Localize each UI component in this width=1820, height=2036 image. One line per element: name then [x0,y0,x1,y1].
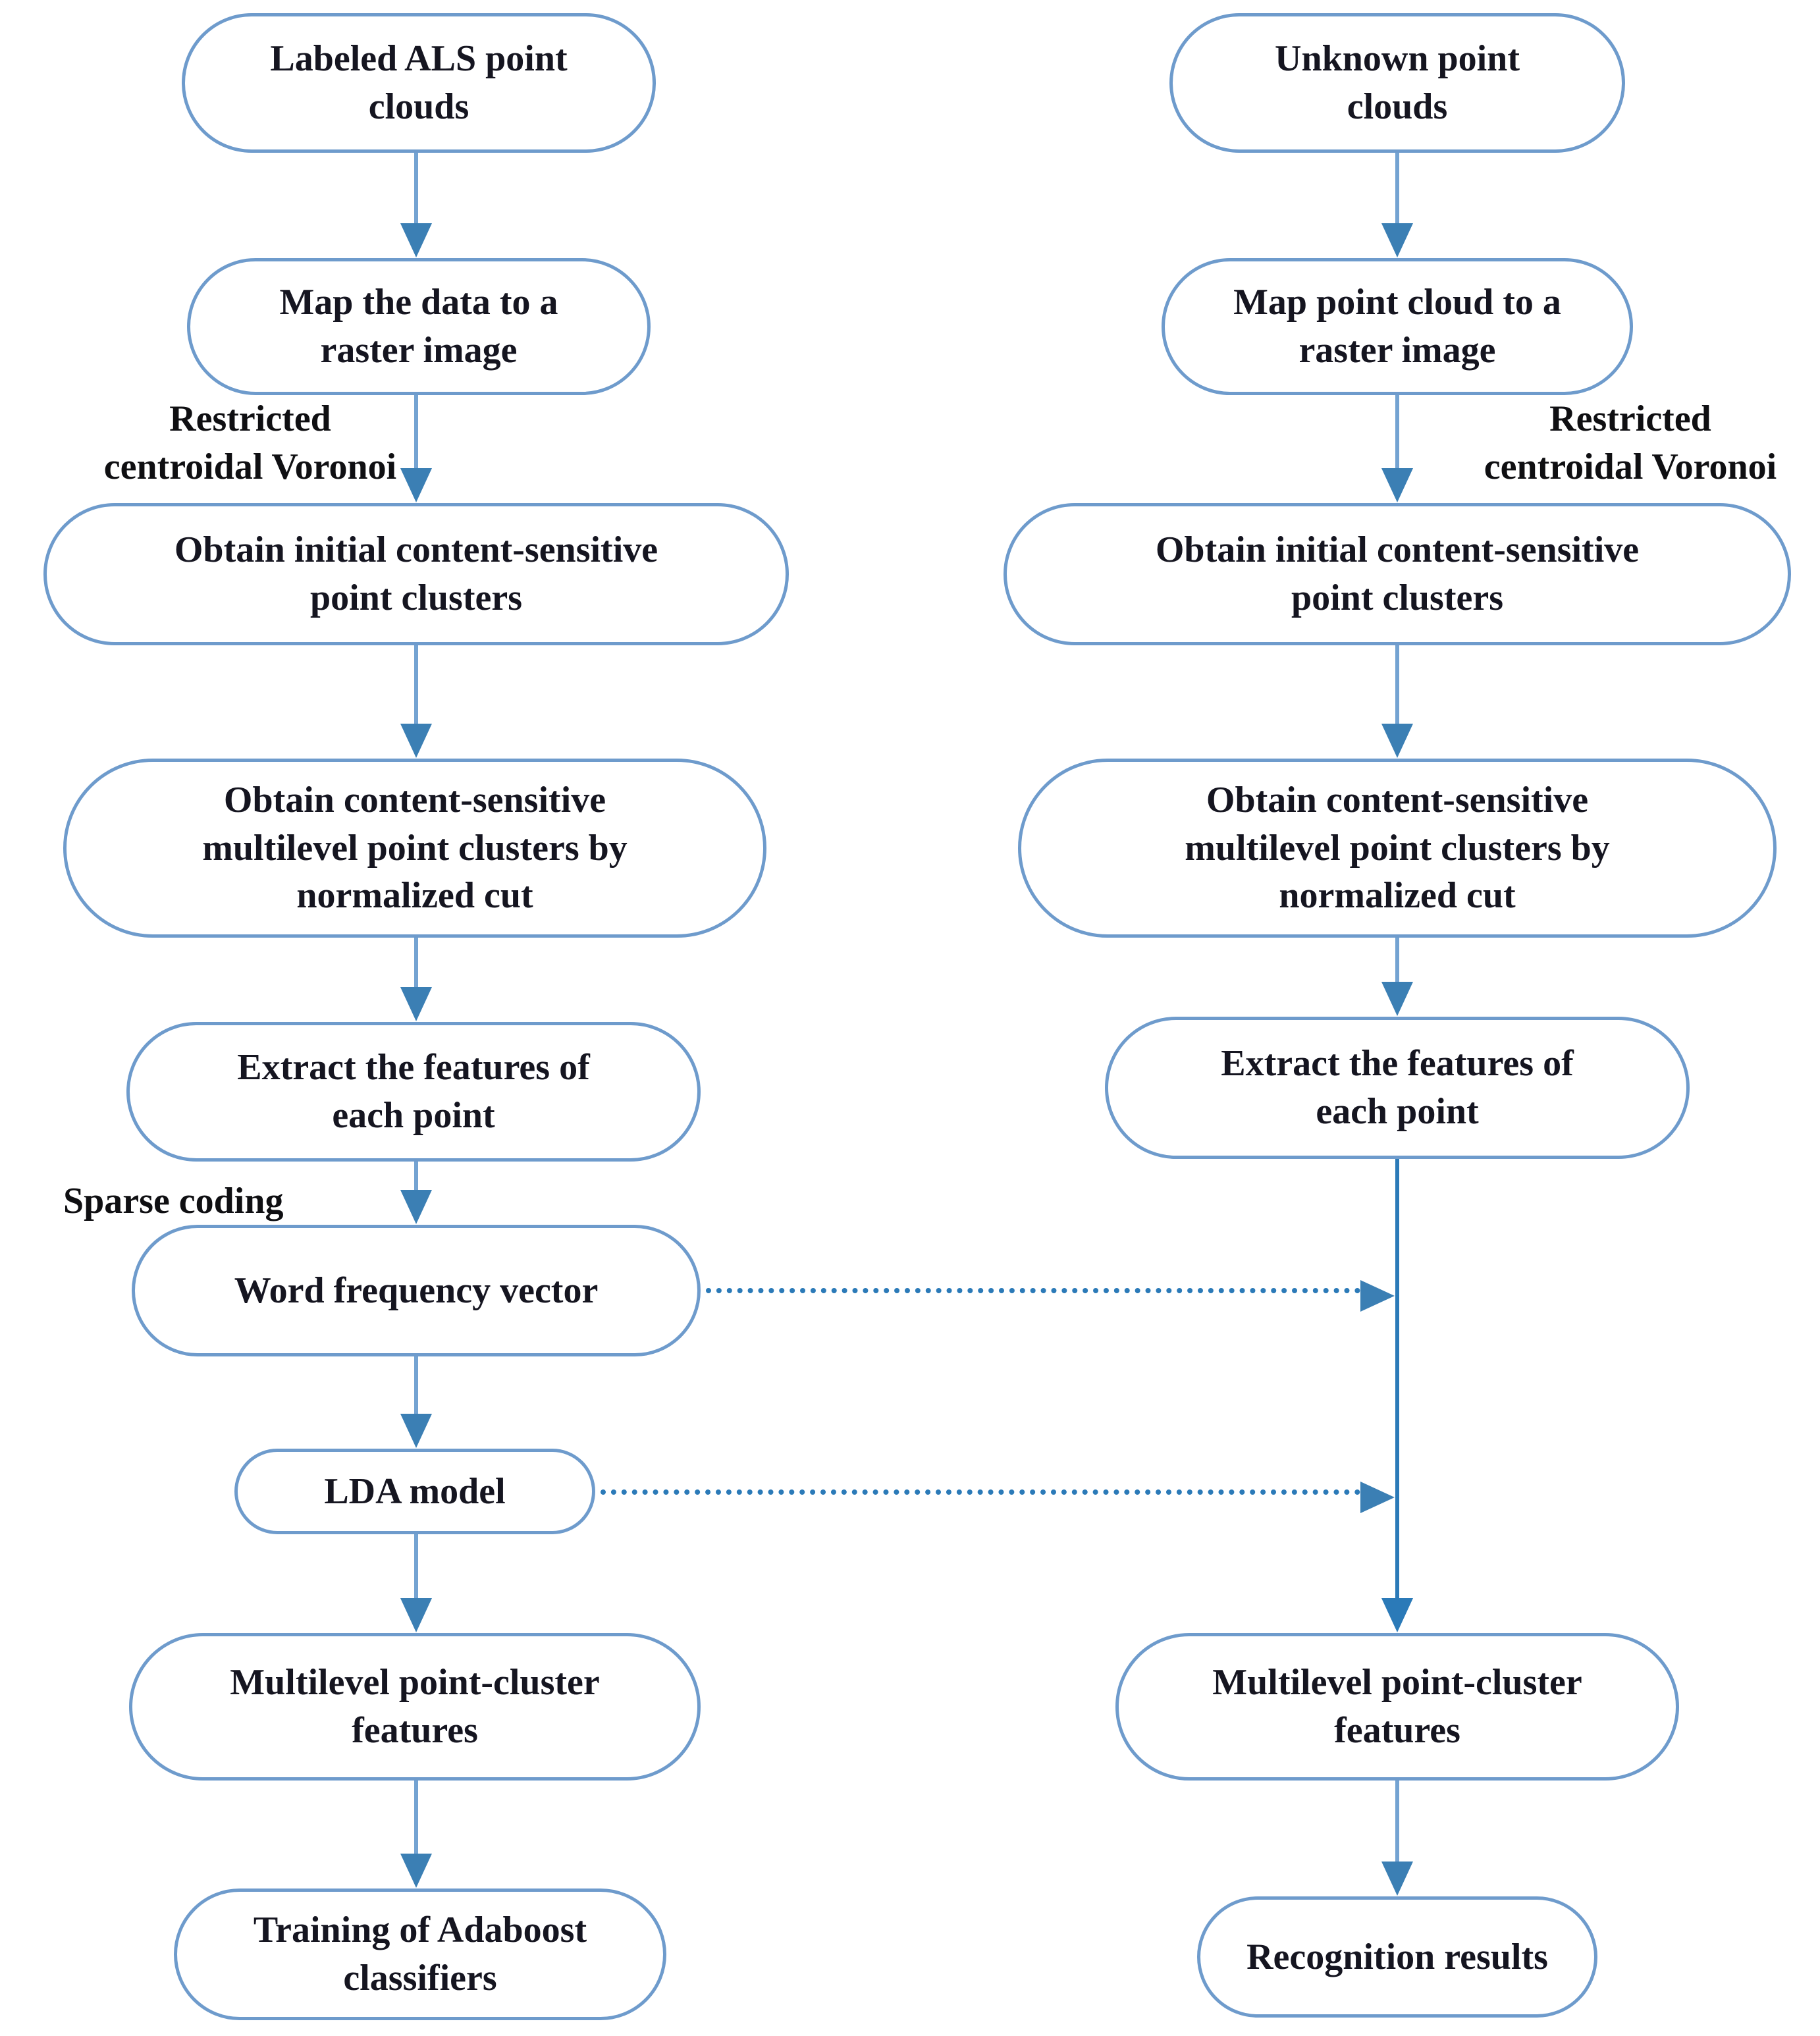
node-map-point-cloud-to-raster-image: Map point cloud to a raster image [1162,258,1633,395]
arrow-down-icon [1395,153,1399,224]
arrow-down-icon [414,1356,418,1414]
node-training-adaboost-classifiers: Training of Adaboost classifiers [174,1889,666,2020]
label-restricted-centroidal-voronoi-left: Restricted centroidal Voronoi [103,398,397,487]
node-initial-content-sensitive-clusters-train: Obtain initial content-sensitive point c… [43,503,789,645]
node-multilevel-clusters-normalized-cut-test: Obtain content-sensitive multilevel poin… [1018,759,1777,938]
arrow-down-icon [1395,395,1399,469]
node-word-frequency-vector: Word frequency vector [132,1225,701,1356]
arrow-down-icon [414,1781,418,1854]
node-map-data-to-raster-image: Map the data to a raster image [187,258,651,395]
arrow-down-icon [414,938,418,988]
arrow-down-icon [414,645,418,724]
dashed-arrow-lda-model-to-test-pipeline-icon [601,1482,1395,1513]
arrow-down-icon [414,1162,418,1191]
node-extract-features-test: Extract the features of each point [1105,1017,1690,1159]
node-lda-model: LDA model [234,1449,595,1534]
node-recognition-results: Recognition results [1197,1896,1597,2018]
arrow-down-icon [414,395,418,469]
dashed-arrow-word-frequency-to-test-pipeline-icon [706,1280,1395,1312]
arrow-down-icon [414,153,418,224]
node-unknown-point-clouds: Unknown point clouds [1169,13,1625,153]
label-sparse-coding: Sparse coding [63,1181,284,1221]
node-multilevel-point-cluster-features-test: Multilevel point-cluster features [1115,1633,1679,1781]
arrow-down-icon [414,1534,418,1599]
node-multilevel-point-cluster-features-train: Multilevel point-cluster features [129,1633,701,1781]
node-initial-content-sensitive-clusters-test: Obtain initial content-sensitive point c… [1004,503,1791,645]
arrow-down-icon [1395,645,1399,724]
label-restricted-centroidal-voronoi-right: Restricted centroidal Voronoi [1484,398,1777,487]
arrow-down-icon [1395,938,1399,982]
node-multilevel-clusters-normalized-cut-train: Obtain content-sensitive multilevel poin… [63,759,766,938]
node-labeled-als-point-clouds: Labeled ALS point clouds [182,13,656,153]
arrow-down-icon [1395,1781,1399,1862]
node-extract-features-train: Extract the features of each point [126,1022,701,1162]
arrow-down-long-icon [1395,1159,1399,1599]
